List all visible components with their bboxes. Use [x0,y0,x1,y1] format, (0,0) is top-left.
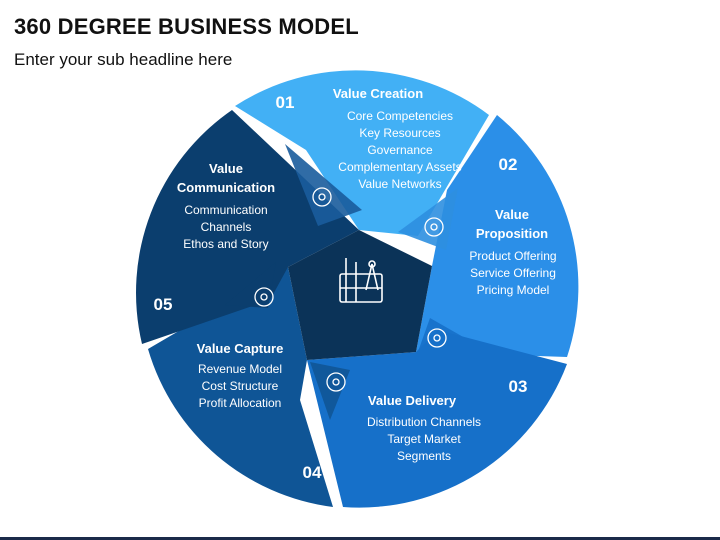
segment-03-item: Target Market [387,432,461,446]
flow-arrow-2 [398,188,458,250]
segment-02-title: Value [495,207,529,222]
segment-02 [416,115,579,357]
segment-01-item: Key Resources [359,126,440,140]
segment-05-title: Communication [177,180,275,195]
segment-05 [136,110,359,344]
segment-01-item: Value Networks [358,177,441,191]
segment-04-item: Revenue Model [198,362,282,376]
segment-01-number: 01 [276,93,295,112]
flow-arrow-4 [310,362,350,420]
segment-03-number: 03 [509,377,528,396]
growth-money-icon [254,287,274,307]
segment-04-title: Value Capture [197,341,284,356]
center-layer [288,230,432,360]
segment-05-item: Channels [201,220,252,234]
segment-01 [235,70,489,237]
segment-05-title: Value [209,161,243,176]
flow-arrow-5 [225,262,276,308]
segment-01-title: Value Creation [333,86,423,101]
segment-05-number: 05 [154,295,173,314]
hand-with-dollar-icon [427,328,447,348]
segment-04-item: Profit Allocation [199,396,282,410]
segment-04-number: 04 [303,463,322,482]
blueprint-tools-icon [339,258,383,303]
segment-03-item: Segments [397,449,451,463]
segment-04 [148,267,333,507]
segment-01-item: Core Competencies [347,109,453,123]
segment-04-item: Cost Structure [202,379,279,393]
segment-01-item: Governance [367,143,433,157]
segment-03-title: Value Delivery [368,393,457,408]
segment-03 [307,330,567,508]
segments-layer [136,70,579,508]
flow-arrow-1 [285,144,362,226]
segment-02-title: Proposition [476,226,548,241]
center-pentagon [288,230,432,360]
page-title: 360 DEGREE BUSINESS MODEL [14,14,359,39]
segment-02-item: Service Offering [470,266,556,280]
brain-gear-icon [424,217,444,237]
footer-bar [0,537,720,540]
segment-02-number: 02 [499,155,518,174]
segment-05-item: Communication [184,203,267,217]
segment-02-item: Product Offering [469,249,556,263]
segment-01-item: Complementary Assets [338,160,461,174]
delivery-truck-icon [326,372,346,392]
page-subtitle: Enter your sub headline here [14,50,233,69]
segment-02-item: Pricing Model [477,283,550,297]
segment-03-item: Distribution Channels [367,415,481,429]
segment-05-item: Ethos and Story [183,237,268,251]
people-talking-icon [312,187,332,207]
